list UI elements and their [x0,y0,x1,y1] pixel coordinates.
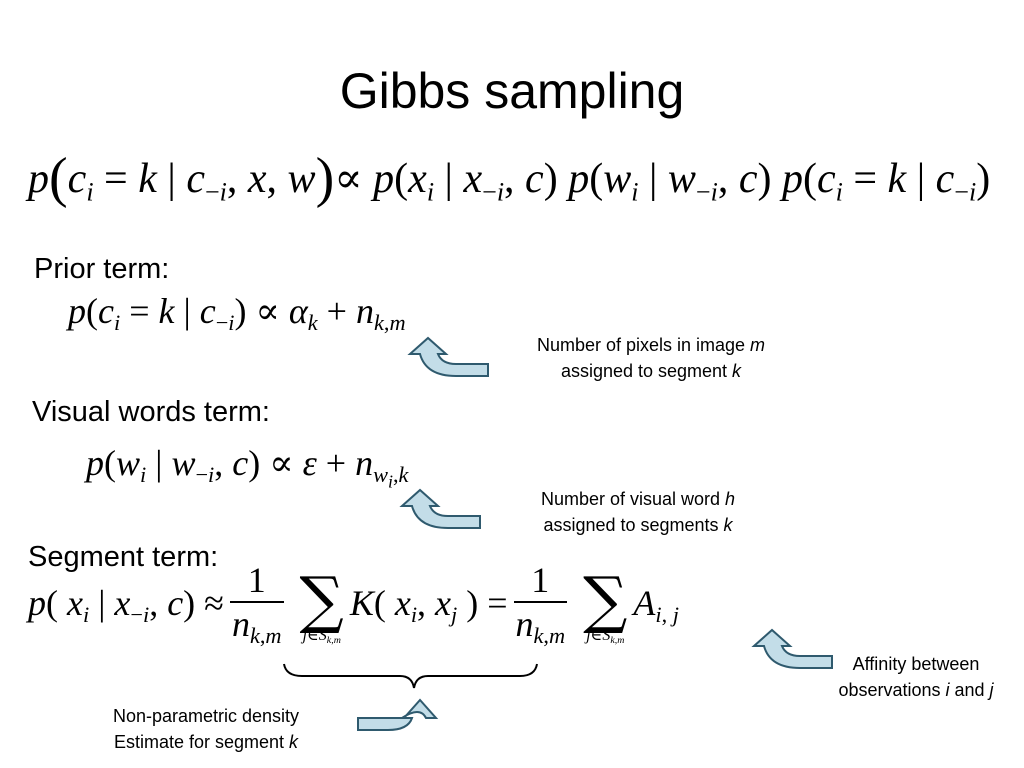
segment-term-label: Segment term: [28,541,219,573]
prior-term-label: Prior term: [34,253,170,285]
visual-words-term-label: Visual words term: [32,396,270,428]
visual-words-note: Number of visual word h assigned to segm… [488,486,788,538]
visual-arrow [399,488,481,529]
density-arrow [357,698,439,731]
slide-title: Gibbs sampling [339,63,685,119]
affinity-note-text2: observations [838,680,946,700]
visual-note-text2: assigned to segments [543,515,724,535]
prior-equation: p(ci = k | c−i) ∝ αk + nk,m [68,291,406,336]
affinity-arrow [751,628,833,669]
affinity-note: Affinity between observations i and j [806,651,1024,703]
density-note: Non-parametric density Estimate for segm… [76,703,336,755]
main-equation: p(ci = k | c−i, x, w)∝ p(xi | x−i, c) p(… [28,147,991,209]
density-note-text1: Non-parametric density [112,706,300,726]
prior-note-text2: assigned to segment [560,361,733,381]
visual-words-equation: p(wi | w−i, c) ∝ ε + nwi,k [86,443,409,492]
underbrace [283,663,538,689]
affinity-note-text1: Affinity between [852,654,980,674]
density-note-var-k: k [289,732,299,752]
affinity-note-and: and [949,680,990,700]
affinity-note-var-i: i [945,680,950,700]
prior-arrow [407,336,489,377]
visual-note-text1: Number of visual word [540,489,726,509]
visual-note-var-k: k [723,515,733,535]
visual-note-var-h: h [725,489,736,509]
density-note-text2: Estimate for segment [113,732,290,752]
prior-note-var-k: k [732,361,742,381]
prior-note-text1: Number of pixels in image [536,335,751,355]
arrow-group [357,336,833,731]
prior-note: Number of pixels in image m assigned to … [496,332,806,384]
prior-note-var-m: m [750,335,766,355]
affinity-note-var-j: j [989,680,994,700]
